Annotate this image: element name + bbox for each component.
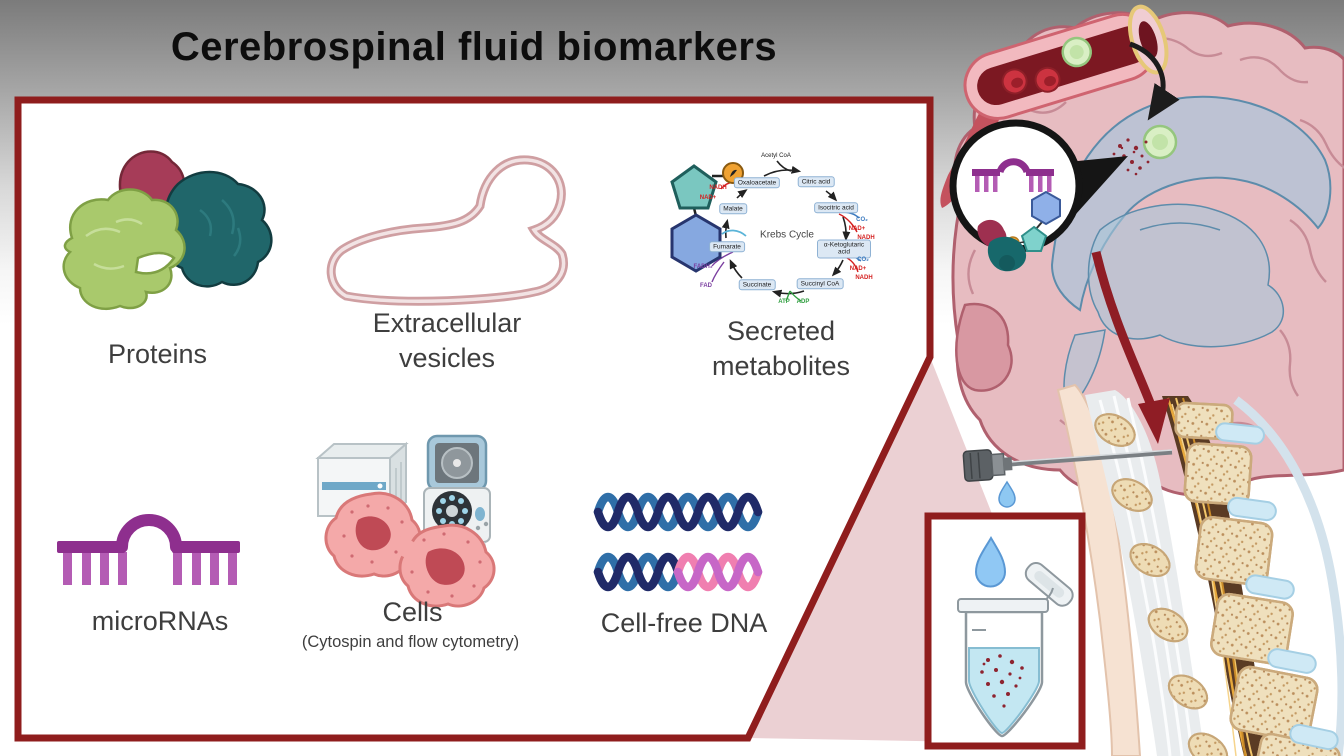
body-contour (1233, 396, 1344, 756)
label-proteins: Proteins (107, 339, 208, 369)
microrna-icon (57, 514, 240, 585)
cofactor-fad: FAD (700, 283, 712, 289)
cofactor-nad: NAD+ (848, 226, 866, 232)
krebs-box-malate: Malate (719, 203, 747, 215)
krebs-box-succinate: Succinate (738, 279, 776, 291)
cofactor-nadh: NADH (855, 275, 873, 281)
tumor-cell-in-ventricle (1142, 124, 1178, 160)
krebs-cycle-diagram (670, 160, 862, 302)
cofactor-adp: ADP (796, 299, 810, 305)
microrna-mini-icon (972, 158, 1054, 192)
magnifier-pointer (1068, 156, 1128, 214)
magnifier-circle (949, 119, 1128, 272)
biomarker-dots-in-tube (980, 654, 1024, 708)
vessel-to-ventricle-arrow (1129, 41, 1180, 121)
label-cells: Cells (382, 597, 443, 627)
label-micrornas: microRNAs (91, 606, 229, 636)
metabolite-molecule-icon (670, 162, 744, 273)
protein-blobs-icon (62, 150, 273, 311)
krebs-acetyl-coa: Acetyl CoA (761, 153, 791, 159)
csf-flow-arrow (1091, 250, 1170, 444)
label-cell-free-dna: Cell-free DNA (600, 608, 768, 638)
krebs-box-ketoglutaric-acid: α-Ketoglutaric acid (817, 239, 871, 259)
tumor-cell-in-vessel (1061, 36, 1092, 68)
label-cells-methods: (Cytospin and flow cytometry) (301, 633, 520, 651)
cofactor-co2: CO₂ (857, 257, 869, 263)
dna-helix-icon (593, 492, 763, 592)
cofactor-nad: NAD+ (699, 195, 717, 201)
krebs-box-succinyl-coa: Succinyl CoA (796, 278, 844, 290)
krebs-box-citric-acid: Citric acid (797, 176, 835, 188)
collection-tube-icon (957, 562, 1074, 738)
spine-illustration (1056, 383, 1344, 756)
krebs-box-fumarate: Fumarate (709, 241, 745, 253)
csf-droplet-icon (998, 480, 1016, 508)
cofactor-nadh: NADH (857, 235, 875, 241)
brainstem-shape (955, 302, 1013, 392)
collection-tube-box (924, 512, 1086, 750)
cofactor-fadh2: FADH₂ (693, 264, 713, 270)
label-secreted-metabolites: Secreted metabolites (711, 316, 851, 381)
intervertebral-discs (1215, 422, 1339, 751)
csf-drop-large-icon (974, 536, 1007, 588)
extracellular-vesicle-icon (326, 155, 568, 306)
cells-icon (324, 491, 496, 608)
protein-mini-icon (977, 219, 1027, 272)
cofactor-atp: ATP (778, 299, 790, 305)
red-blood-cells (1001, 66, 1061, 95)
cofactor-nadh: NADH (709, 185, 727, 191)
krebs-box-isocitric-acid: Isocitric acid (814, 202, 858, 214)
label-extracellular-vesicles: Extracellular vesicles (372, 308, 522, 373)
page-title: Cerebrospinal fluid biomarkers (170, 25, 778, 69)
krebs-cycle-title: Krebs Cycle (760, 229, 814, 241)
krebs-box-oxaloacetate: Oxaloacetate (733, 177, 781, 189)
spinous-processes (1094, 413, 1229, 756)
lumbar-needle-icon (962, 449, 1173, 482)
cofactor-nad: NAD+ (849, 266, 867, 272)
cofactor-co2: CO₂ (856, 217, 868, 223)
